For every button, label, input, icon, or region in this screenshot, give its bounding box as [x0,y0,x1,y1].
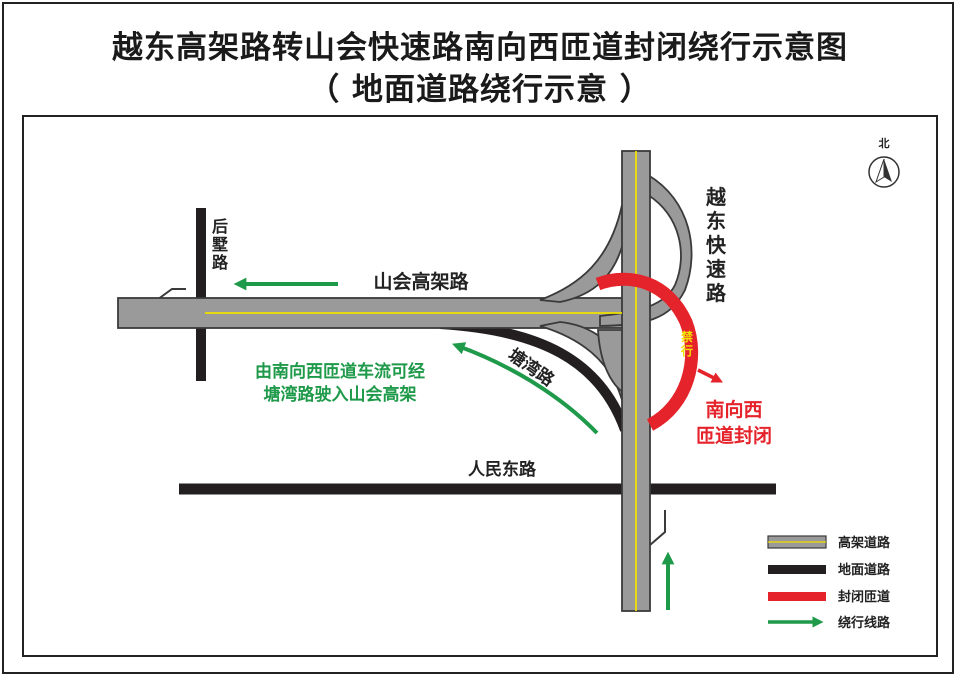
closure-note-line2: 匝道封闭 [696,424,772,447]
legend-label-elevated: 高架道路 [838,535,891,550]
houshu-road-label: 后墅路 [212,218,229,272]
closed-ramp-arrow [697,368,724,383]
legend-item-ground: 地面道路 [768,562,891,577]
closed-mark-label: 禁行 [680,329,693,358]
map-title: 越东高架路转山会快速路南向西匝道封闭绕行示意图 [112,30,848,66]
map-subtitle: （ 地面道路绕行示意 ） [308,72,652,108]
renmin-east-road-label: 人民东路 [468,459,537,479]
tangwan-detour-arrow [451,342,599,435]
yuedong-expressway-label: 越东快速路 [705,185,727,305]
shanhui-elevated-label: 山会高架路 [373,270,469,293]
legend-item-closed: 封闭匝道 [768,589,890,604]
compass-label: 北 [879,136,890,150]
legend-label-detour: 绕行线路 [838,615,891,630]
legend-item-detour: 绕行线路 [768,615,891,630]
detour-arrows [233,277,675,610]
legend: 高架道路 地面道路 封闭匝道 绕行线路 [767,535,891,630]
detour-note-line2: 塘湾路驶入山会高架 [264,384,417,404]
north-compass: 北 [868,136,900,188]
elevated-roads [117,150,693,612]
closed-ramp [595,272,699,431]
legend-label-closed: 封闭匝道 [838,589,890,604]
closure-note-line1: 南向西 [705,398,762,421]
detour-note-line1: 由南向西匝道车流可经 [255,361,425,381]
map-frame [22,115,938,657]
legend-item-elevated: 高架道路 [767,535,891,550]
legend-label-ground: 地面道路 [838,562,891,577]
